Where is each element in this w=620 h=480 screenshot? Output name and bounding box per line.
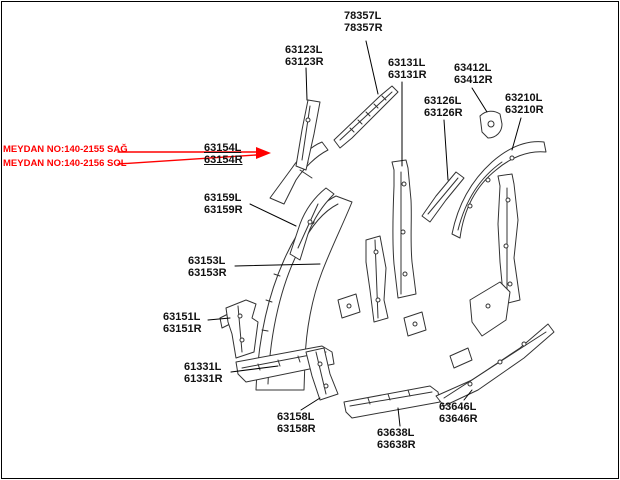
part-number: 63412R [454, 74, 493, 86]
part-shape-63151 [219, 299, 259, 359]
part-number: 61331L [184, 361, 222, 373]
part-number: 63646L [439, 401, 477, 413]
part-shape-small-brackets [337, 293, 427, 337]
part-number: 63151L [163, 311, 201, 323]
part-number: 63131R [388, 69, 427, 81]
leader-63646 [463, 389, 473, 401]
part-label-61331: 61331L 61331R [184, 361, 223, 385]
part-shape-63646 [435, 323, 555, 407]
part-number: 63158R [277, 423, 316, 435]
part-number: 63131L [388, 57, 426, 69]
part-label-78357: 78357L 78357R [344, 10, 383, 34]
part-number: 63153R [188, 267, 227, 279]
part-shape-63123 [295, 99, 321, 171]
part-label-63638: 63638L 63638R [377, 427, 416, 451]
part-shape-quarter-inner [469, 281, 511, 337]
part-number: 63159R [204, 204, 243, 216]
leader-63210 [511, 117, 522, 151]
part-label-63131: 63131L 63131R [388, 57, 427, 81]
part-number: 63210R [505, 104, 544, 116]
part-label-63151: 63151L 63151R [163, 311, 202, 335]
part-number: 63154L [204, 142, 242, 154]
leader-lines [207, 40, 522, 427]
part-number: 63151R [163, 323, 202, 335]
meydan-annotation-line2: MEYDAN NO:140-2156 SOL [3, 158, 127, 169]
part-shape-63159 [289, 187, 335, 261]
part-shape-63126 [421, 171, 465, 223]
leader-63123 [305, 67, 308, 101]
part-number: 78357R [344, 22, 383, 34]
part-shape-center-pillar [365, 235, 389, 323]
part-shape-63412 [479, 110, 503, 139]
part-label-63126: 63126L 63126R [424, 95, 463, 119]
part-number: 63638L [377, 427, 415, 439]
leader-63153 [234, 263, 321, 267]
part-label-63158: 63158L 63158R [277, 411, 316, 435]
part-number: 78357L [344, 10, 382, 22]
leader-63151 [207, 317, 231, 321]
part-number: 63210L [505, 92, 543, 104]
part-label-63123: 63123L 63123R [285, 44, 324, 68]
part-number: 63123R [285, 56, 324, 68]
part-number: 63154R [204, 154, 243, 166]
part-number: 63412L [454, 62, 492, 74]
part-label-63210: 63210L 63210R [505, 92, 544, 116]
part-number: 63638R [377, 439, 416, 451]
part-number: 63126R [424, 107, 463, 119]
part-shape-78357 [333, 85, 399, 149]
part-number: 63126L [424, 95, 462, 107]
part-number: 63158L [277, 411, 315, 423]
leader-61331 [230, 365, 279, 373]
part-label-63646: 63646L 63646R [439, 401, 478, 425]
part-label-63159: 63159L 63159R [204, 192, 243, 216]
part-number: 63153L [188, 255, 226, 267]
part-shape-rear-pillar [497, 173, 521, 305]
meydan-annotation: MEYDAN NO:140-2155 SAĞ MEYDAN NO:140-215… [3, 143, 128, 171]
leader-63158 [300, 397, 321, 411]
part-shape-63638 [343, 385, 441, 419]
part-shape-63158 [305, 347, 339, 401]
leader-63126 [443, 119, 449, 181]
meydan-annotation-line1: MEYDAN NO:140-2155 SAĞ [3, 144, 128, 155]
leader-63638 [397, 407, 401, 427]
leader-78357 [365, 40, 379, 95]
part-label-63412: 63412L 63412R [454, 62, 493, 86]
part-number: 61331R [184, 373, 223, 385]
part-number: 63646R [439, 413, 478, 425]
part-label-63154: 63154L 63154R [204, 142, 243, 166]
part-label-63153: 63153L 63153R [188, 255, 227, 279]
part-number: 63159L [204, 192, 242, 204]
part-number: 63123L [285, 44, 323, 56]
meydan-callout-arrow [117, 147, 271, 165]
leader-63412 [471, 87, 488, 113]
leader-63159 [249, 203, 297, 227]
part-shape-63131 [391, 159, 417, 299]
part-shape-63210 [451, 141, 547, 239]
